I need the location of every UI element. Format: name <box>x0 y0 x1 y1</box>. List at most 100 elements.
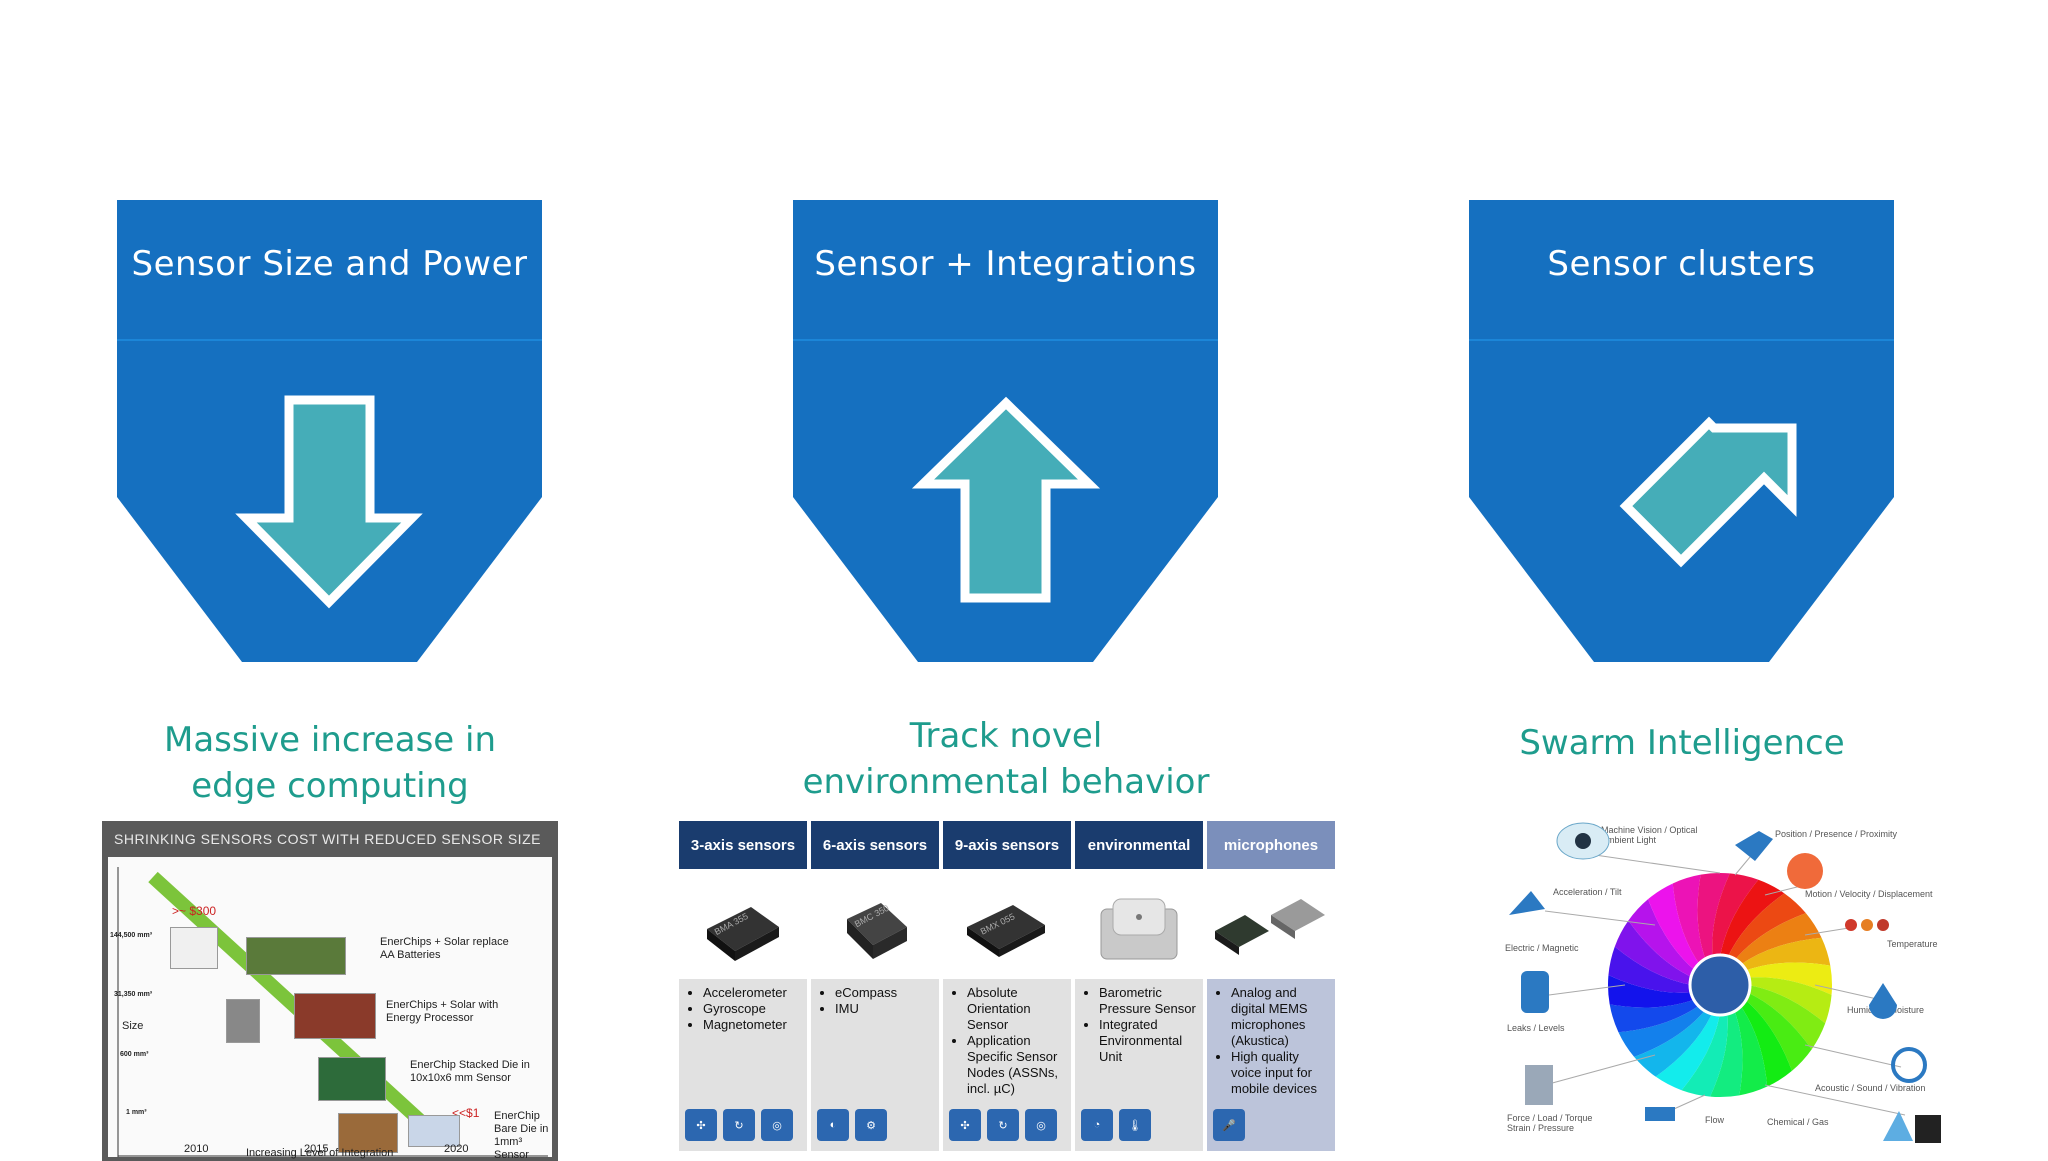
item-label: EnerChip Stacked Die in 10x10x6 mm Senso… <box>410 1059 530 1084</box>
column-clusters: Sensor clusters <box>1469 200 1894 662</box>
wheel-segment <box>1734 913 1822 966</box>
wheel-segment <box>1634 1009 1713 1077</box>
connector-line <box>1804 1044 1902 1068</box>
connector-line <box>1544 1054 1656 1086</box>
chip-image <box>1075 869 1203 979</box>
feature-list: Absolute Orientation Sensor Application … <box>943 979 1071 1097</box>
item-label: EnerChips + Solar with Energy Processor <box>386 999 499 1024</box>
feature-list: Accelerometer Gyroscope Magnetometer <box>679 979 807 1033</box>
wheel-segment <box>1720 879 1785 958</box>
y-tick: 144,500 mm³ <box>110 932 153 939</box>
sensor-column: 9-axis sensors BMX 055 Absolute Orientat… <box>943 821 1071 1151</box>
imu-icon: ⚙ <box>855 1109 887 1141</box>
y-tick: 31,350 mm³ <box>114 991 153 998</box>
device-thumb <box>170 927 218 969</box>
category-label: Electric / Magnetic <box>1505 943 1579 953</box>
drops-icon <box>1845 919 1889 931</box>
chip-icon <box>847 903 907 959</box>
badge-clusters: Sensor clusters <box>1469 200 1894 662</box>
panel-plot: 144,500 mm³ 31,350 mm³ 600 mm³ 1 mm³ Siz… <box>108 857 552 1161</box>
hand-icon <box>1735 831 1773 861</box>
chip-icon <box>707 907 779 961</box>
category-label: Flow <box>1705 1115 1725 1125</box>
feature-item: Gyroscope <box>703 1001 801 1017</box>
y-tick: 600 mm³ <box>120 1051 149 1058</box>
wheel-segment <box>1672 874 1706 966</box>
sensor-column: 6-axis sensors BMC 350 eCompass IMU ◐ ⚙ <box>811 821 939 1151</box>
wheel-center <box>1688 953 1752 1017</box>
icon-row: 🎤 <box>1213 1109 1245 1141</box>
connector-line <box>1548 984 1626 996</box>
column-header: environmental <box>1075 821 1203 869</box>
icon-row: ✣ ↻ ◎ <box>685 1109 793 1141</box>
price-high: >~ $300 <box>172 904 217 918</box>
subtitle-line-1: Swarm Intelligence <box>1519 723 1845 763</box>
device-thumb <box>226 999 260 1043</box>
board-thumb <box>246 937 346 975</box>
pinwheel-icon <box>1787 853 1823 889</box>
item-label: EnerChips + Solar replace AA Batteries <box>380 936 509 961</box>
clamp-icon <box>1525 1065 1553 1105</box>
chip-image: BMA 355 <box>679 869 807 979</box>
category-label: Acceleration / Tilt <box>1553 887 1622 897</box>
wheel-segment <box>1744 962 1832 995</box>
eye-icon <box>1556 822 1610 860</box>
feature-item: Integrated Environmental Unit <box>1099 1017 1197 1065</box>
wheel-segment <box>1628 899 1696 978</box>
category-label: Chemical / Gas <box>1767 1117 1829 1127</box>
mic-icon: 🎤 <box>1213 1109 1245 1141</box>
wheel-segment <box>1727 893 1806 961</box>
gyro-icon: ↻ <box>723 1109 755 1141</box>
subtitle-line-1: Track novel <box>909 716 1103 756</box>
column-header: 9-axis sensors <box>943 821 1071 869</box>
chip-image <box>1207 869 1335 979</box>
accel-icon: ✣ <box>949 1109 981 1141</box>
board-thumb <box>294 993 376 1039</box>
connector-line <box>1594 854 1721 874</box>
chip-image: BMC 350 <box>811 869 939 979</box>
badge-title: Sensor + Integrations <box>814 244 1197 284</box>
subtitle-size-power: Massive increase in edge computing <box>50 717 610 809</box>
column-header: 6-axis sensors <box>811 821 939 869</box>
bottle-icon <box>1521 971 1549 1013</box>
feature-item: Magnetometer <box>703 1017 801 1033</box>
x-tick: 2010 <box>184 1143 209 1155</box>
feature-list: Barometric Pressure Sensor Integrated En… <box>1075 979 1203 1065</box>
chip-thumb <box>408 1115 460 1147</box>
chip-image: BMX 055 <box>943 869 1071 979</box>
wheel-segment <box>1681 1012 1728 1097</box>
connector-line <box>1814 984 1878 1000</box>
wheel-segment <box>1697 873 1730 961</box>
chip-icon <box>1215 899 1325 955</box>
column-integrations: Sensor + Integrations <box>793 200 1218 662</box>
badge-size-power: Sensor Size and Power <box>117 200 542 662</box>
magnet-icon: ◎ <box>761 1109 793 1141</box>
sensor-column: microphones Analog and digital MEMS micr… <box>1207 821 1335 1151</box>
subtitle-line-2: edge computing <box>191 766 469 806</box>
badge-shape <box>1469 200 1894 662</box>
x-tick: 2020 <box>444 1143 469 1155</box>
icon-row: ◐ ⚙ <box>817 1109 887 1141</box>
x-axis-label: Increasing Level of Integration <box>246 1147 394 1159</box>
connector-line <box>1764 1084 1906 1116</box>
feature-item: Barometric Pressure Sensor <box>1099 985 1197 1017</box>
wheel-segment <box>1710 1009 1743 1097</box>
subtitle-clusters: Swarm Intelligence <box>1402 720 1962 766</box>
feature-item: Absolute Orientation Sensor <box>967 985 1065 1033</box>
wheel-segment <box>1648 883 1701 971</box>
badge-title: Sensor clusters <box>1547 244 1816 284</box>
column-body: Barometric Pressure Sensor Integrated En… <box>1075 979 1203 1151</box>
arrow-up-icon <box>911 396 1101 603</box>
panel-title: SHRINKING SENSORS COST WITH REDUCED SENS… <box>114 831 541 847</box>
wheel-segment <box>1618 1004 1706 1057</box>
humidity-icon <box>1869 983 1897 1019</box>
wheel-segment <box>1734 1004 1768 1096</box>
faucet-icon <box>1645 1107 1675 1121</box>
feature-item: High quality voice input for mobile devi… <box>1231 1049 1329 1097</box>
category-label: Motion / Velocity / Displacement <box>1805 889 1933 899</box>
subtitle-line-2: environmental behavior <box>802 762 1210 802</box>
y-axis-label: Size <box>122 1020 144 1032</box>
badge-integrations: Sensor + Integrations <box>793 200 1218 662</box>
category-label: Position / Presence / Proximity <box>1775 829 1898 839</box>
chip-thumb <box>318 1057 386 1101</box>
